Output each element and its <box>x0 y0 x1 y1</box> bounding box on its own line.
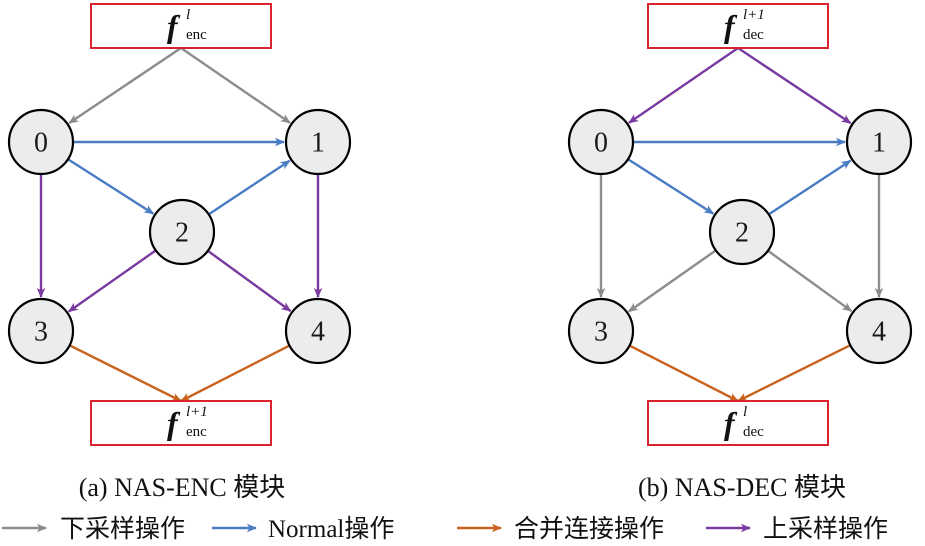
top-box-enc-border <box>90 3 272 49</box>
legend-item-normal: Normal操作 <box>212 515 394 543</box>
bottom-box-dec-border <box>647 400 829 446</box>
node-dec-2: 2 <box>708 198 776 266</box>
edge-enc-0-2 <box>67 158 155 215</box>
edges-enc <box>36 47 323 403</box>
top-box-enc-symbol: f <box>167 8 181 44</box>
bottom-box-dec-symbol: f <box>724 405 738 441</box>
node-label: 0 <box>594 128 608 159</box>
edge-dec-top-0 <box>628 47 739 124</box>
legend-item-upsample: 上采样操作 <box>706 515 888 543</box>
bottom-box-enc-subscript: enc <box>186 424 207 440</box>
node-dec-4: 4 <box>845 297 913 365</box>
node-label: 4 <box>311 317 325 348</box>
node-enc-1: 1 <box>284 108 352 176</box>
edge-enc-2-3 <box>68 249 157 313</box>
top-box-dec-symbol: f <box>724 8 738 44</box>
node-circle <box>567 108 635 176</box>
node-circle <box>7 297 75 365</box>
node-label: 3 <box>594 317 608 348</box>
node-enc-4: 4 <box>284 297 352 365</box>
node-circle <box>284 108 352 176</box>
caption-dec: (b) NAS-DEC 模块 <box>638 473 846 502</box>
top-box-dec-superscript: l+1 <box>743 7 765 23</box>
edge-dec-3-bottom <box>628 344 739 403</box>
node-circle <box>7 108 75 176</box>
node-label: 1 <box>872 128 886 159</box>
node-dec-3: 3 <box>567 297 635 365</box>
node-label: 1 <box>311 128 325 159</box>
node-circle <box>845 108 913 176</box>
edge-enc-4-bottom <box>180 344 291 403</box>
top-box-enc-superscript: l <box>186 7 190 23</box>
node-enc-0: 0 <box>7 108 75 176</box>
node-label: 4 <box>872 317 886 348</box>
bottom-box-enc-symbol: f <box>167 405 181 441</box>
edge-dec-2-4 <box>767 249 853 313</box>
bottom-box-enc-border <box>90 400 272 446</box>
legend-item-concat: 合并连接操作 <box>457 515 664 543</box>
node-label: 0 <box>34 128 48 159</box>
bottom-box-enc: f l+1 enc <box>90 400 272 446</box>
node-dec-1: 1 <box>845 108 913 176</box>
edge-enc-2-4 <box>207 249 292 312</box>
legend-label-concat: 合并连接操作 <box>514 515 664 543</box>
top-box-dec: f l+1 dec <box>647 3 829 49</box>
edge-dec-2-3 <box>628 249 717 313</box>
top-box-enc-subscript: enc <box>186 27 207 43</box>
node-dec-0: 0 <box>567 108 635 176</box>
node-circle <box>708 198 776 266</box>
top-box-dec-border <box>647 3 829 49</box>
legend: 下采样操作 Normal操作 合并连接操作 上采样操作 <box>2 515 888 543</box>
bottom-box-dec-superscript: l <box>743 404 747 420</box>
edge-enc-3-bottom <box>69 344 182 403</box>
legend-label-downsample: 下采样操作 <box>60 515 185 543</box>
node-label: 2 <box>175 218 189 249</box>
node-label: 3 <box>34 317 48 348</box>
edge-dec-4-bottom <box>737 344 851 403</box>
edge-enc-top-0 <box>68 47 182 125</box>
node-circle <box>148 198 216 266</box>
bottom-box-enc-superscript: l+1 <box>186 404 208 420</box>
edge-dec-2-1 <box>768 159 852 216</box>
edge-enc-top-1 <box>180 47 291 124</box>
legend-label-upsample: 上采样操作 <box>763 515 888 543</box>
edges-dec <box>596 47 884 403</box>
edge-dec-top-1 <box>737 47 852 125</box>
edge-dec-0-2 <box>627 158 715 215</box>
node-circle <box>284 297 352 365</box>
top-box-dec-subscript: dec <box>743 27 764 43</box>
node-enc-3: 3 <box>7 297 75 365</box>
legend-label-normal: Normal操作 <box>268 515 394 543</box>
legend-item-downsample: 下采样操作 <box>2 515 185 543</box>
bottom-box-dec-subscript: dec <box>743 424 764 440</box>
caption-enc: (a) NAS-ENC 模块 <box>79 473 286 502</box>
node-circle <box>567 297 635 365</box>
edge-enc-2-1 <box>208 159 291 216</box>
node-label: 2 <box>735 218 749 249</box>
node-circle <box>845 297 913 365</box>
node-enc-2: 2 <box>148 198 216 266</box>
